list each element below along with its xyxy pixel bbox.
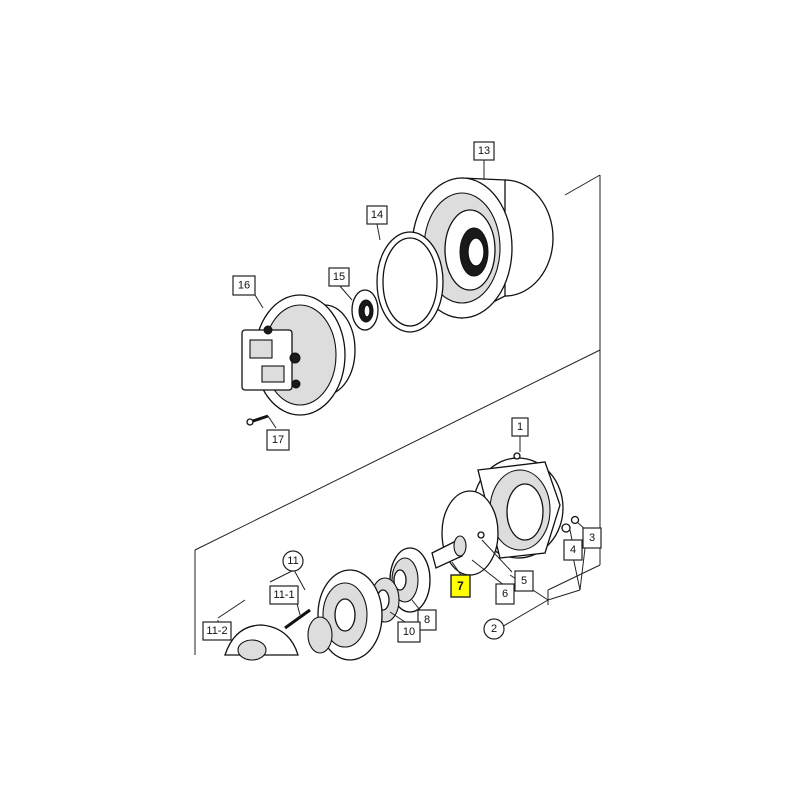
- label-8: 8: [417, 609, 437, 631]
- svg-text:11-2: 11-2: [206, 625, 227, 637]
- washers-part-3-4[interactable]: [561, 515, 580, 533]
- carrier-part-11-2[interactable]: [224, 624, 299, 661]
- label-16: 16: [232, 275, 256, 296]
- shaft-part-7[interactable]: [431, 535, 467, 569]
- svg-text:11: 11: [287, 555, 298, 567]
- svg-text:13: 13: [478, 145, 490, 157]
- svg-text:6: 6: [502, 588, 508, 600]
- label-4: 4: [563, 539, 583, 561]
- bolt-part-17[interactable]: [246, 414, 269, 426]
- frame-lines: [194, 174, 601, 655]
- label-2: 2: [483, 618, 505, 640]
- svg-text:7: 7: [457, 579, 464, 593]
- motor-part-16[interactable]: [241, 294, 356, 416]
- svg-text:1: 1: [517, 421, 523, 433]
- label-11-2: 11-2: [202, 621, 232, 641]
- label-15: 15: [328, 267, 350, 287]
- carrier-part-11[interactable]: [284, 569, 383, 661]
- label-17: 17: [266, 429, 290, 451]
- o-ring-part-6[interactable]: [441, 490, 499, 576]
- label-7-highlighted: 7: [450, 574, 471, 598]
- svg-text:4: 4: [570, 544, 576, 556]
- svg-text:10: 10: [403, 626, 415, 638]
- svg-text:17: 17: [272, 434, 284, 446]
- svg-text:11-1: 11-1: [273, 589, 294, 601]
- label-13: 13: [473, 141, 495, 161]
- label-11-1: 11-1: [269, 585, 299, 605]
- svg-text:5: 5: [521, 575, 527, 587]
- seal-ring-part-14[interactable]: [376, 231, 444, 333]
- gear-part-8[interactable]: [389, 547, 431, 613]
- label-11: 11: [282, 550, 304, 572]
- svg-text:2: 2: [491, 623, 497, 635]
- bearing-part-15[interactable]: [351, 289, 379, 331]
- label-10: 10: [397, 621, 421, 643]
- label-14: 14: [366, 205, 388, 225]
- label-5: 5: [514, 570, 534, 592]
- label-3: 3: [582, 527, 602, 549]
- svg-text:3: 3: [589, 532, 595, 544]
- svg-text:16: 16: [238, 280, 250, 292]
- label-1: 1: [511, 417, 529, 437]
- svg-text:15: 15: [333, 271, 345, 283]
- ring-part-5[interactable]: [477, 531, 485, 539]
- svg-text:14: 14: [371, 209, 383, 221]
- svg-text:8: 8: [424, 614, 430, 626]
- label-6: 6: [495, 583, 515, 605]
